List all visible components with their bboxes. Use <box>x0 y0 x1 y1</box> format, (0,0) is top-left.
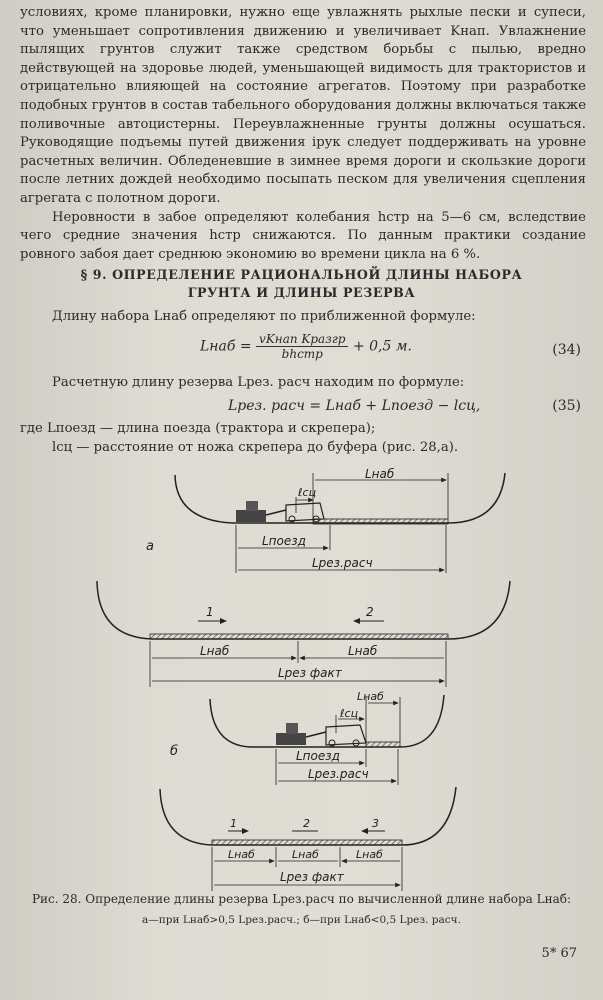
tractor-scraper-b <box>276 723 367 747</box>
label-l-nab-b2: Lнаб <box>292 848 319 861</box>
page-number: 5* 67 <box>541 946 577 961</box>
label-l-rez-fakt-a: Lрез факт <box>278 666 343 680</box>
heading-line-1: § 9. ОПРЕДЕЛЕНИЕ РАЦИОНАЛЬНОЙ ДЛИНЫ НАБО… <box>80 267 523 282</box>
label-l-sc-a: ℓсц <box>297 486 316 499</box>
paragraph-2: Неровности в забое определяют колебания … <box>20 209 586 262</box>
label-l-nab-b1: Lнаб <box>228 848 255 861</box>
equation-number-34: (34) <box>552 342 581 358</box>
label-direction-1-a: 1 <box>206 605 214 619</box>
diagram-b-reserve: 1 2 3 Lнаб Lнаб Lнаб Lрез факт <box>159 786 457 891</box>
formula-34: Lнаб = vKнап Kразгр bhстр + 0,5 м. <box>200 332 412 361</box>
definition-1: где Lпоезд — длина поезда (трактора и ск… <box>20 421 376 436</box>
label-direction-2-b: 2 <box>303 817 310 830</box>
formula-34-numerator: vKнап Kразгр <box>256 332 349 347</box>
paragraph-4-wrap: Расчетную длину резерва Lрез. расч наход… <box>20 374 586 393</box>
label-a: а <box>146 539 154 554</box>
label-l-nab-a: Lнаб <box>365 467 395 481</box>
label-l-nab-a2: Lнаб <box>200 644 230 658</box>
label-direction-2-a: 2 <box>366 605 374 619</box>
label-l-rez-rasch-b: Lрез.расч <box>308 767 369 781</box>
paragraph-3: Длину набора Lнаб определяют по приближе… <box>52 309 476 324</box>
section-heading: § 9. ОПРЕДЕЛЕНИЕ РАЦИОНАЛЬНОЙ ДЛИНЫ НАБО… <box>0 266 603 302</box>
formula-34-fraction: vKнап Kразгр bhстр <box>256 332 349 361</box>
label-l-rez-fakt-b: Lрез факт <box>280 870 345 884</box>
equation-number-35: (35) <box>552 398 581 414</box>
label-l-nab-a3: Lнаб <box>348 644 378 658</box>
label-direction-1-b: 1 <box>230 817 237 830</box>
label-l-rez-rasch-a: Lрез.расч <box>312 556 373 570</box>
definitions: где Lпоезд — длина поезда (трактора и ск… <box>20 420 586 457</box>
figure-28: Lнаб ℓсц Lпоезд Lрез.расч а 1 2 Lнаб <box>96 467 511 891</box>
definition-2: lсц — расстояние от ножа скрепера до буф… <box>52 439 459 455</box>
figure-caption-2: а—при Lнаб>0,5 Lрез.расч.; б—при Lнаб<0,… <box>142 914 461 926</box>
label-b: б <box>170 744 178 759</box>
figure-caption-1: Рис. 28. Определение длины резерва Lрез.… <box>31 892 571 906</box>
formula-34-denominator: bhстр <box>281 347 323 361</box>
formula-35: Lрез. расч = Lнаб + Lпоезд − lсц, <box>228 398 481 414</box>
formula-34-lhs: Lнаб = <box>200 338 252 355</box>
label-l-poezd-b: Lпоезд <box>296 749 340 763</box>
label-l-nab-b: Lнаб <box>357 690 384 703</box>
label-l-poezd-a: Lпоезд <box>262 534 306 548</box>
paragraph-3-wrap: Длину набора Lнаб определяют по приближе… <box>20 308 586 327</box>
formula-34-rhs: + 0,5 м. <box>352 338 412 355</box>
text-block-top: условиях, кроме планировки, нужно еще ув… <box>20 4 586 264</box>
paragraph-4: Расчетную длину резерва Lрез. расч наход… <box>52 375 465 390</box>
label-l-sc-b: ℓсц <box>339 707 358 720</box>
diagram-a: Lнаб ℓсц Lпоезд Lрез.расч а <box>146 467 506 573</box>
tractor-scraper-a <box>236 501 325 523</box>
diagram-b: Lнаб ℓсц Lпоезд Lрез.расч б <box>170 690 445 785</box>
paragraph-1: условиях, кроме планировки, нужно еще ув… <box>20 5 586 206</box>
label-l-nab-b3: Lнаб <box>356 848 383 861</box>
diagram-a-reserve: 1 2 Lнаб Lнаб Lрез факт <box>96 580 511 687</box>
heading-line-2: ГРУНТА И ДЛИНЫ РЕЗЕРВА <box>187 285 416 300</box>
label-direction-3-b: 3 <box>372 817 379 830</box>
